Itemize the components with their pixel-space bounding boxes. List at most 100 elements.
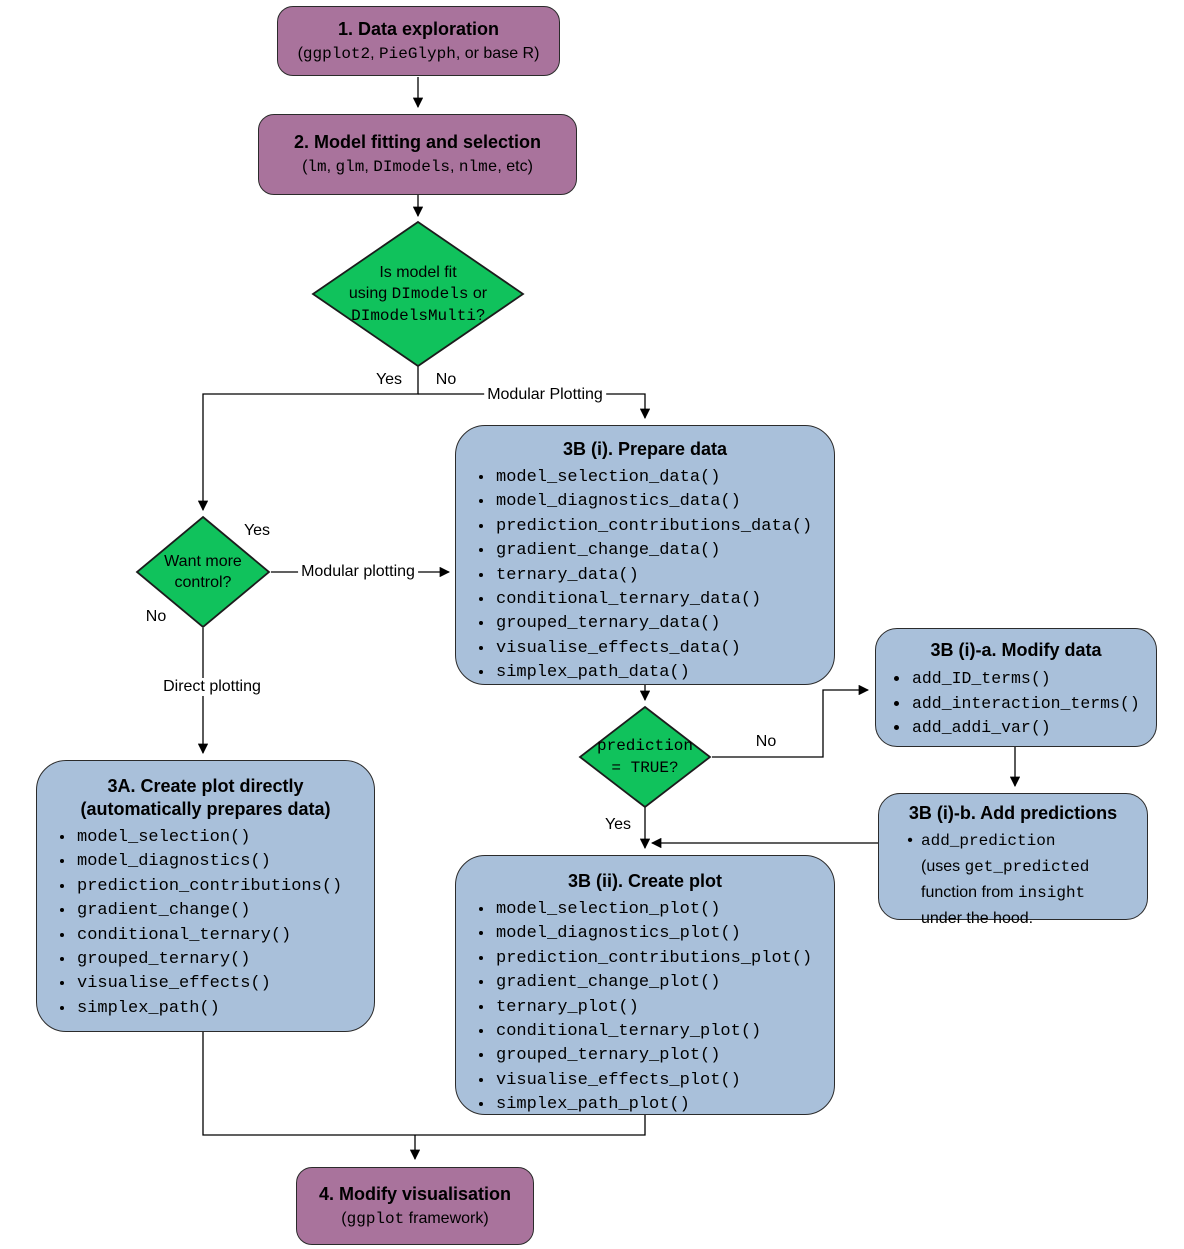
box-3bii-create-plot: 3B (ii). Create plot model_selection_plo… — [455, 855, 835, 1115]
edge-label-direct-plotting: Direct plotting — [160, 678, 264, 696]
list-item: gradient_change() — [75, 899, 368, 923]
text-run: , or base R) — [455, 44, 540, 62]
list-item: add_interaction_terms() — [910, 692, 1150, 717]
text-run: framework) — [404, 1209, 489, 1227]
list-item: add_ID_terms() — [910, 667, 1150, 692]
text-run: get_predicted — [964, 858, 1090, 876]
list-item: grouped_ternary_plot() — [494, 1044, 828, 1068]
diamond-shape — [311, 220, 525, 368]
text-run: add_prediction — [921, 832, 1056, 850]
text-run: (uses — [921, 858, 965, 875]
edge-label-no-model: No — [435, 371, 457, 388]
text-run: function from — [921, 884, 1018, 901]
text-run: under the hood. — [921, 910, 1034, 927]
list-item: model_selection_data() — [494, 466, 828, 490]
list-item: grouped_ternary_data() — [494, 612, 828, 636]
list-item: visualise_effects_data() — [494, 637, 828, 661]
step4-modify-visualisation-box: 4. Modify visualisation (ggplot framewor… — [296, 1167, 534, 1245]
list-item: prediction_contributions_data() — [494, 515, 828, 539]
list-item: conditional_ternary_data() — [494, 588, 828, 612]
prediction-bullet-line: add_prediction — [899, 828, 1141, 854]
decision-prediction-text: prediction = TRUE? — [578, 705, 712, 809]
list-item: grouped_ternary() — [75, 948, 368, 972]
box-3bia-modify-data: 3B (i)-a. Modify data add_ID_terms()add_… — [875, 628, 1157, 747]
box-3bib-content: add_prediction (uses get_predicted funct… — [885, 828, 1141, 931]
edge-label-no-prediction: No — [755, 733, 777, 750]
list-item: gradient_change_plot() — [494, 971, 828, 995]
text-run: using — [348, 284, 392, 302]
prediction-detail-line: function from insight — [899, 880, 1141, 906]
text-run: PieGlyph — [379, 44, 456, 63]
list-item: model_selection() — [75, 826, 368, 850]
text-run: lm — [307, 158, 327, 176]
step4-title: 4. Modify visualisation — [318, 1183, 512, 1204]
list-item: ternary_plot() — [494, 996, 828, 1020]
list-item: model_diagnostics_plot() — [494, 922, 828, 946]
decision-line: DImodelsMulti? — [351, 305, 485, 327]
decision-line: using DImodels or — [349, 283, 487, 305]
text-run: ( — [341, 1209, 347, 1227]
edge-label-yes-control: Yes — [243, 522, 271, 539]
box-3bii-title: 3B (ii). Create plot — [567, 871, 723, 891]
step2-subtitle: (lm, glm, DImodels, nlme, etc) — [302, 156, 533, 178]
prediction-detail-line: under the hood. — [899, 906, 1141, 931]
decision-control-diamond: Want more control? — [135, 515, 271, 629]
text-run: ( — [297, 44, 303, 62]
step4-subtitle: (ggplot framework) — [341, 1208, 488, 1230]
list-item: conditional_ternary_plot() — [494, 1020, 828, 1044]
text-run: DImodelsMulti — [351, 306, 476, 325]
text-run: insight — [1017, 884, 1086, 902]
text-run: or — [468, 284, 488, 302]
text-run: ? — [475, 306, 485, 324]
box-3a-create-plot-directly: 3A. Create plot directly (automatically … — [36, 760, 375, 1032]
box-3bi-prepare-data: 3B (i). Prepare data model_selection_dat… — [455, 425, 835, 685]
box-3bib-add-predictions: 3B (i)-b. Add predictions add_prediction… — [878, 793, 1148, 927]
decision-control-text: Want more control? — [135, 515, 271, 629]
connector-decision3-no — [712, 684, 870, 758]
decision-line: prediction — [596, 737, 693, 755]
box-3bia-function-list: add_ID_terms()add_interaction_terms()add… — [882, 667, 1150, 741]
edge-label-yes-model: Yes — [375, 371, 403, 388]
list-item: model_diagnostics_data() — [494, 490, 828, 514]
step2-model-fitting-box: 2. Model fitting and selection (lm, glm,… — [258, 114, 577, 195]
box-3a-title-line1: 3A. Create plot directly — [107, 776, 304, 796]
text-run: Is model fit — [379, 263, 457, 281]
prediction-detail-line: (uses get_predicted — [899, 854, 1141, 880]
text-run: glm — [335, 158, 365, 176]
diamond-shape — [578, 705, 712, 809]
text-run: nlme — [458, 158, 498, 176]
list-item: conditional_ternary() — [75, 924, 368, 948]
text-run: DImodels — [391, 284, 469, 303]
list-item: prediction_contributions() — [75, 875, 368, 899]
text-run: , etc) — [497, 158, 533, 175]
text-run: ( — [302, 158, 308, 175]
list-item: prediction_contributions_plot() — [494, 947, 828, 971]
text-run: , — [450, 158, 459, 175]
text-run: , — [326, 158, 336, 175]
box-3bi-function-list: model_selection_data()model_diagnostics_… — [462, 466, 828, 686]
edge-label-modular-plotting-mid: Modular plotting — [298, 563, 418, 581]
list-item: simplex_path_data() — [494, 661, 828, 685]
decision-dimodels-text: Is model fit using DImodels or DImodelsM… — [311, 220, 525, 368]
connector-bottom-merge — [202, 1032, 646, 1136]
connector-decision1-yes — [197, 366, 419, 512]
text-run: ggplot — [346, 1209, 405, 1228]
list-item: simplex_path() — [75, 997, 368, 1021]
edge-label-yes-prediction: Yes — [601, 816, 635, 834]
box-3bi-title: 3B (i). Prepare data — [562, 439, 728, 459]
list-item: add_addi_var() — [910, 716, 1150, 741]
decision-line: Want more — [164, 553, 242, 570]
list-item: model_diagnostics() — [75, 850, 368, 874]
text-run: , — [370, 44, 380, 62]
step1-title: 1. Data exploration — [337, 18, 500, 39]
box-3bib-title: 3B (i)-b. Add predictions — [908, 803, 1118, 823]
box-3a-title-line2: (automatically prepares data) — [80, 799, 331, 819]
text-run: , — [364, 158, 374, 175]
step1-subtitle: (ggplot2, PieGlyph, or base R) — [298, 43, 540, 65]
step1-data-exploration-box: 1. Data exploration (ggplot2, PieGlyph, … — [277, 6, 560, 76]
decision-prediction-diamond: prediction = TRUE? — [578, 705, 712, 809]
text-run: DImodels — [373, 158, 451, 176]
edge-label-modular-plotting-top: Modular Plotting — [484, 386, 606, 404]
list-item: simplex_path_plot() — [494, 1093, 828, 1117]
box-3bii-function-list: model_selection_plot()model_diagnostics_… — [462, 898, 828, 1118]
